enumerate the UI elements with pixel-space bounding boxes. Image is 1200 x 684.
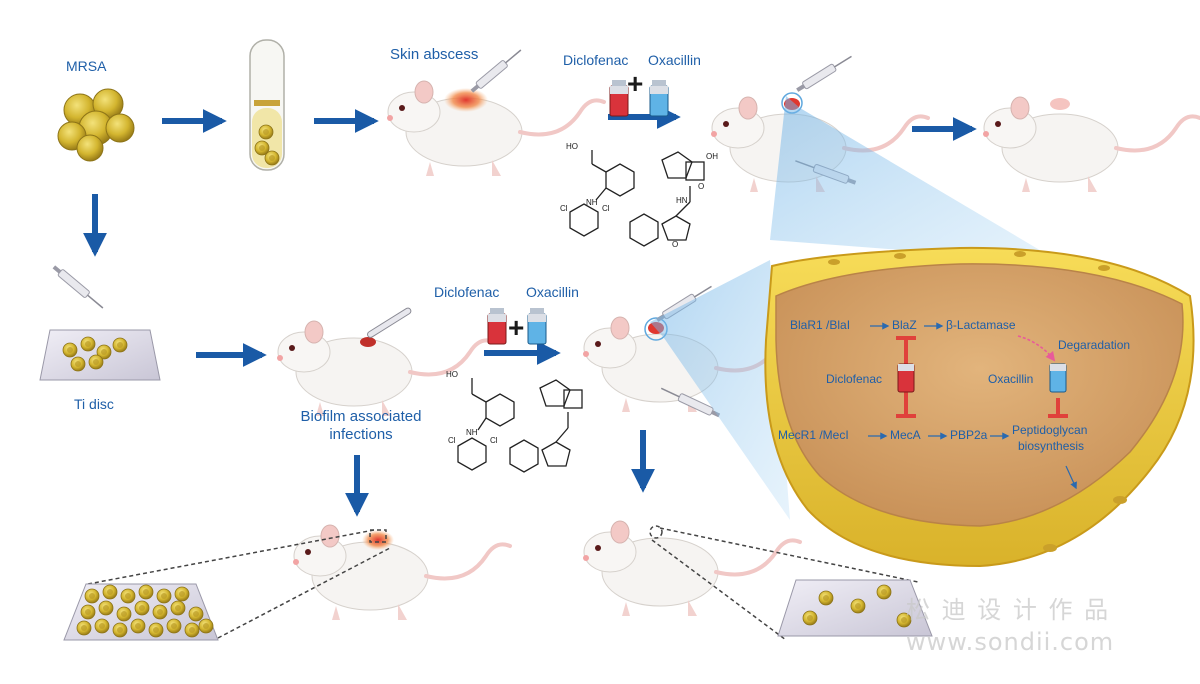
inhibition-oxacillin — [1048, 398, 1068, 418]
chem-nh-mid: NH — [466, 428, 478, 437]
oxacillin-structure-top — [629, 151, 705, 247]
syringe-disc — [50, 263, 107, 312]
mouse-biofilm — [275, 319, 496, 418]
pathway-beta-lactamase: β-Lactamase — [946, 318, 1016, 332]
flow-arrows — [83, 105, 977, 517]
pathway-peptidoglycan-line1: Peptidoglycan — [1012, 423, 1088, 437]
cell-vial-diclofenac — [897, 363, 915, 393]
pathway-oxacillin: Oxacillin — [988, 372, 1034, 386]
chem-cl1-top: Cl — [560, 204, 568, 213]
mrsa-cell-cutaway — [764, 246, 1195, 568]
chem-cl4-mid: Cl — [490, 436, 498, 445]
mrsa-cluster — [57, 88, 135, 162]
mouse-healed — [981, 95, 1200, 194]
label-diclofenac-top: Diclofenac — [563, 52, 629, 68]
zoom-lines-left — [87, 529, 391, 639]
label-biofilm: Biofilm associated infections — [286, 408, 436, 444]
test-tube — [249, 39, 285, 171]
cell-vial-oxacillin — [1049, 363, 1067, 393]
label-oxacillin-mid: Oxacillin — [526, 284, 579, 300]
pathway-degradation: Degaradation — [1058, 338, 1131, 352]
chem-hn-top: HN — [676, 196, 688, 205]
pathway-arrows — [868, 322, 1077, 490]
chem-cl3-mid: Cl — [448, 436, 456, 445]
label-diclofenac-mid: Diclofenac — [434, 284, 500, 300]
chem-ho-mid: HO — [446, 370, 458, 379]
watermark-cn: 松 迪 设 计 作 品 — [906, 596, 1111, 624]
label-skin-abscess: Skin abscess — [390, 46, 479, 63]
watermark-url: www.sondii.com — [906, 628, 1115, 656]
pathway-blar1: BlaR1 /BlaI — [790, 318, 851, 332]
arrow-to-wall — [1065, 465, 1077, 490]
label-biofilm-line1: Biofilm associated — [300, 408, 422, 425]
label-oxacillin-top: Oxacillin — [648, 52, 701, 68]
chem-oh-top: OH — [706, 152, 718, 161]
mouse-skin-abscess — [385, 79, 606, 178]
chem-cl2-top: Cl — [602, 204, 610, 213]
zoom-beam-top — [770, 96, 1060, 262]
label-mrsa: MRSA — [66, 58, 107, 74]
chem-iso-top: O — [672, 240, 679, 249]
label-ti-disc: Ti disc — [74, 396, 114, 412]
zoom-lines-right — [649, 525, 919, 641]
biofilm-disc-light — [777, 579, 933, 637]
scalpel-icon — [367, 307, 412, 338]
pathway-blaz: BlaZ — [892, 318, 917, 332]
pathway-peptidoglycan: Peptidoglycan biosynthesis — [1012, 422, 1087, 454]
pathway-peptidoglycan-line2: biosynthesis — [1018, 439, 1085, 453]
ti-disc-seeded — [39, 329, 161, 381]
plus-sign-mid: + — [508, 312, 525, 343]
pathway-meca: MecA — [890, 428, 921, 442]
pathway-diclofenac: Diclofenac — [826, 372, 883, 386]
syringe-top-injection — [794, 52, 855, 95]
chem-o-top: O — [698, 182, 705, 191]
mouse-recovered-bottom — [581, 519, 802, 618]
diclofenac-structure-mid — [457, 378, 515, 471]
diclofenac-structure-top — [569, 150, 635, 237]
chem-nh-top: NH — [586, 198, 598, 207]
biofilm-disc-heavy — [63, 583, 219, 641]
oxacillin-structure-mid — [509, 379, 583, 473]
zoom-beam-mid — [650, 260, 790, 520]
plus-sign-top: + — [627, 68, 644, 99]
pathway-mecr1: MecR1 /MecI — [778, 428, 849, 442]
label-biofilm-line2: infections — [329, 426, 393, 443]
chem-ho-top: HO — [566, 142, 578, 151]
pathway-pbp2a: PBP2a — [950, 428, 988, 442]
arrow-degradation — [1017, 335, 1056, 362]
